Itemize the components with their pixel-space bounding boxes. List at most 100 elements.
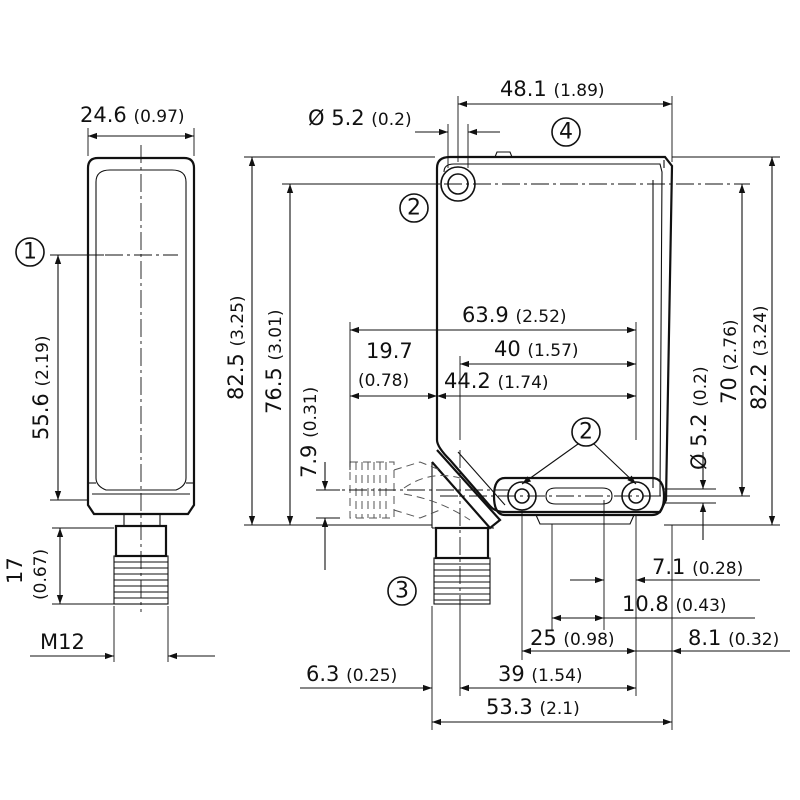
dim-height-82-2-inch: (3.24): [751, 305, 771, 356]
dim-height-70-inch: (2.76): [721, 319, 741, 370]
dim-10-8: 10.8 (0.43): [551, 524, 755, 630]
svg-text:70 (2.76): 70 (2.76): [717, 319, 741, 404]
dim-height-total: 82.5 (3.25): [224, 156, 435, 526]
dim-optical-spacing-value: 55.6: [29, 393, 53, 440]
dim-connector-height: 7.9 (0.31): [297, 387, 340, 570]
dim-hole-diameter-top-value: Ø 5.2: [308, 106, 365, 130]
dim-hole-diameter-top: Ø 5.2 (0.2): [308, 106, 500, 168]
dim-width-side-inch: (0.97): [133, 107, 184, 127]
svg-text:40 (1.57): 40 (1.57): [494, 337, 579, 361]
dim-width-side-value: 24.6: [80, 103, 127, 127]
callout-2-bottom-label: 2: [579, 420, 593, 445]
dim-connector-length-inch: (0.67): [31, 549, 51, 600]
dim-height-holes-value: 76.5: [262, 367, 286, 414]
svg-text:53.3 (2.1): 53.3 (2.1): [486, 695, 580, 719]
callout-4: 4: [551, 117, 581, 147]
dim-44-2: 44.2 (1.74): [437, 369, 636, 400]
svg-text:82.2 (3.24): 82.2 (3.24): [747, 305, 771, 410]
svg-text:8.1 (0.32): 8.1 (0.32): [688, 626, 779, 650]
svg-text:63.9 (2.52): 63.9 (2.52): [462, 303, 567, 327]
dim-40-value: 40: [494, 337, 521, 361]
dim-6-3: 6.3 (0.25): [300, 606, 490, 730]
svg-text:7.1 (0.28): 7.1 (0.28): [652, 555, 743, 579]
svg-text:7.9 (0.31): 7.9 (0.31): [297, 387, 321, 478]
dim-width-front: 48.1 (1.89): [457, 77, 673, 162]
svg-text:44.2 (1.74): 44.2 (1.74): [444, 369, 549, 393]
dim-8-1-value: 8.1: [688, 626, 721, 650]
callout-3-label: 3: [395, 579, 409, 604]
front-view: [320, 151, 750, 612]
dim-height-70-value: 70: [717, 377, 741, 404]
connector-down-thread: [433, 557, 491, 605]
dim-height-total-inch: (3.25): [228, 295, 248, 346]
dim-25-inch: (0.98): [563, 630, 614, 650]
svg-text:Ø 5.2 (0.2): Ø 5.2 (0.2): [308, 106, 412, 130]
svg-text:48.1 (1.89): 48.1 (1.89): [500, 77, 605, 101]
dim-40-inch: (1.57): [527, 341, 578, 361]
svg-text:25 (0.98): 25 (0.98): [530, 626, 615, 650]
dim-height-70: 70 (2.76): [664, 184, 750, 497]
dim-connector-offset-inch: (0.78): [358, 371, 409, 391]
dim-height-82-2-value: 82.2: [747, 363, 771, 410]
svg-text:24.6 (0.97): 24.6 (0.97): [80, 103, 185, 127]
dim-hole-diameter-side: Ø 5.2 (0.2): [664, 366, 716, 540]
dim-39: 39 (1.54): [460, 660, 637, 696]
dim-53-3-value: 53.3: [486, 695, 533, 719]
dim-7-1-value: 7.1: [652, 555, 685, 579]
dim-connector-offset-value: 19.7: [366, 339, 413, 363]
side-view: [86, 145, 196, 612]
dim-6-3-inch: (0.25): [346, 666, 397, 686]
dim-connector-height-inch: (0.31): [301, 387, 321, 438]
callout-4-label: 4: [559, 120, 573, 145]
dim-10-8-inch: (0.43): [675, 596, 726, 616]
dim-7-1: 7.1 (0.28): [570, 500, 760, 660]
dim-optical-spacing-inch: (2.19): [33, 335, 53, 386]
callout-1-label: 1: [23, 240, 37, 265]
dim-53-3-inch: (2.1): [539, 699, 579, 719]
dim-width-side: 24.6 (0.97): [80, 103, 195, 156]
dim-39-inch: (1.54): [531, 666, 582, 686]
svg-text:39 (1.54): 39 (1.54): [498, 662, 583, 686]
dim-width-front-inch: (1.89): [553, 81, 604, 101]
dim-height-holes-inch: (3.01): [266, 309, 286, 360]
dim-39-value: 39: [498, 662, 525, 686]
dim-hole-to-hole: 63.9 (2.52): [349, 303, 637, 470]
connector-left-alternate: [349, 461, 471, 521]
dim-hole-to-hole-inch: (2.52): [515, 307, 566, 327]
dim-44-2-inch: (1.74): [497, 373, 548, 393]
dim-thread: M12: [30, 606, 215, 662]
svg-text:Ø 5.2 (0.2): Ø 5.2 (0.2): [687, 366, 711, 470]
dim-10-8-value: 10.8: [622, 592, 669, 616]
callout-2-top: 2: [399, 193, 429, 223]
dim-7-1-inch: (0.28): [692, 559, 743, 579]
callout-2-bottom: 2: [521, 417, 637, 485]
dim-hole-to-hole-value: 63.9: [462, 303, 509, 327]
svg-text:76.5 (3.01): 76.5 (3.01): [262, 309, 286, 414]
svg-text:10.8 (0.43): 10.8 (0.43): [622, 592, 727, 616]
dim-height-total-value: 82.5: [224, 353, 248, 400]
dim-height-holes: 76.5 (3.01): [262, 183, 440, 526]
dim-25: 25 (0.98): [521, 510, 636, 660]
dim-hole-diameter-side-value: Ø 5.2: [687, 413, 711, 470]
dim-width-front-value: 48.1: [500, 77, 547, 101]
svg-text:55.6 (2.19): 55.6 (2.19): [29, 335, 53, 440]
dim-8-1-inch: (0.32): [728, 630, 779, 650]
dim-hole-diameter-side-inch: (0.2): [691, 366, 711, 406]
callout-1: 1: [15, 237, 45, 267]
dim-connector-height-value: 7.9: [297, 445, 321, 478]
dim-25-value: 25: [530, 626, 557, 650]
dim-optical-spacing: 55.6 (2.19): [29, 254, 104, 501]
dim-connector-offset: 19.7 (0.78): [350, 339, 437, 400]
dim-44-2-value: 44.2: [444, 369, 491, 393]
callout-3: 3: [387, 576, 417, 606]
dim-40: 40 (1.57): [459, 337, 636, 440]
svg-text:82.5 (3.25): 82.5 (3.25): [224, 295, 248, 400]
dim-53-3: 53.3 (2.1): [432, 660, 673, 730]
dim-connector-length-value: 17: [3, 557, 27, 584]
dim-6-3-value: 6.3: [306, 662, 339, 686]
dim-8-1: 8.1 (0.32): [636, 525, 790, 660]
dim-connector-length: 17 (0.67): [3, 527, 114, 605]
dim-thread-value: M12: [40, 630, 85, 654]
dim-hole-diameter-top-inch: (0.2): [371, 110, 411, 130]
